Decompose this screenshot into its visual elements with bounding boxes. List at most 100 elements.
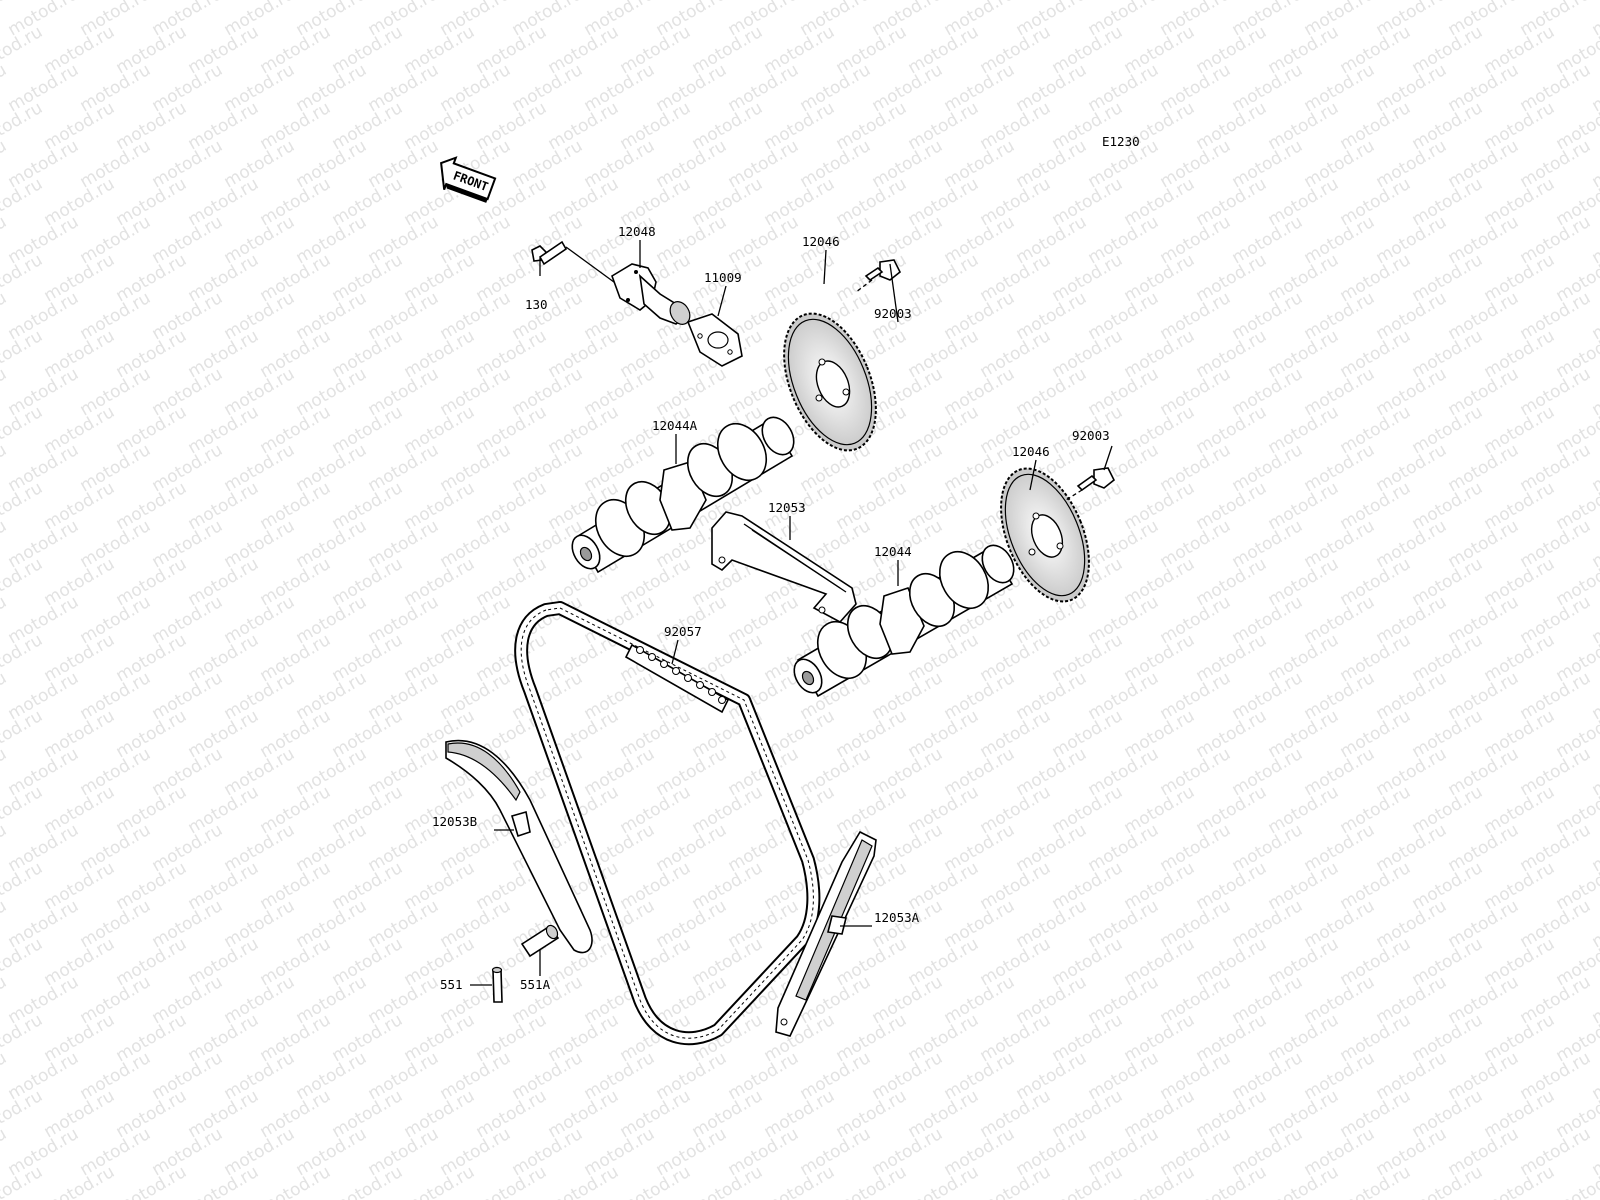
watermark-text: motod.ru (473, 402, 551, 458)
watermark-text: motod.ru (1337, 98, 1415, 154)
watermark-text: motod.ru (1445, 820, 1523, 876)
watermark-text: motod.ru (293, 1124, 371, 1180)
watermark-text: motod.ru (113, 858, 191, 914)
watermark-text: motod.ru (689, 1086, 767, 1142)
watermark-text: motod.ru (1121, 250, 1199, 306)
watermark-text: motod.ru (0, 402, 46, 458)
watermark-text: motod.ru (41, 706, 119, 762)
watermark-text: motod.ru (1301, 1124, 1379, 1180)
watermark-text: motod.ru (257, 1086, 335, 1142)
watermark-text: motod.ru (77, 440, 155, 496)
watermark-text: motod.ru (797, 60, 875, 116)
watermark-text: motod.ru (5, 60, 83, 116)
watermark-text: motod.ru (725, 60, 803, 116)
watermark-text: motod.ru (833, 174, 911, 230)
watermark-text: motod.ru (437, 440, 515, 496)
watermark-text: motod.ru (833, 98, 911, 154)
watermark-text: motod.ru (5, 288, 83, 344)
watermark-text: motod.ru (1265, 478, 1343, 534)
watermark-text: motod.ru (221, 972, 299, 1028)
watermark-text: motod.ru (653, 592, 731, 648)
watermark-text: motod.ru (221, 744, 299, 800)
watermark-text: motod.ru (869, 60, 947, 116)
watermark-text: motod.ru (1229, 440, 1307, 496)
watermark-text: motod.ru (5, 896, 83, 952)
watermark-text: motod.ru (509, 136, 587, 192)
watermark-text: motod.ru (77, 288, 155, 344)
watermark-text: motod.ru (365, 820, 443, 876)
watermark-text: motod.ru (941, 896, 1019, 952)
watermark-text: motod.ru (1445, 364, 1523, 420)
watermark-text: motod.ru (41, 402, 119, 458)
watermark-text: motod.ru (5, 440, 83, 496)
watermark-text: motod.ru (1373, 592, 1451, 648)
watermark-text: motod.ru (329, 554, 407, 610)
watermark-text: motod.ru (653, 212, 731, 268)
watermark-text: motod.ru (293, 744, 371, 800)
watermark-text: motod.ru (1481, 934, 1559, 990)
watermark-text: motod.ru (257, 706, 335, 762)
watermark-text: motod.ru (1085, 820, 1163, 876)
watermark-text: motod.ru (329, 1010, 407, 1066)
watermark-text: motod.ru (617, 98, 695, 154)
label-551: 551 (440, 977, 463, 992)
watermark-text: motod.ru (221, 820, 299, 876)
watermark-text: motod.ru (653, 364, 731, 420)
watermark-text: motod.ru (653, 744, 731, 800)
watermark-text: motod.ru (257, 250, 335, 306)
watermark-text: motod.ru (1229, 972, 1307, 1028)
watermark-text: motod.ru (149, 668, 227, 724)
camshaft-12044A (571, 416, 795, 574)
watermark-text: motod.ru (221, 136, 299, 192)
bolt-92003-right (1065, 467, 1116, 501)
diagram-code: E1230 (1102, 134, 1140, 149)
watermark-text: motod.ru (1337, 554, 1415, 610)
watermark-text: motod.ru (1481, 1086, 1559, 1142)
watermark-text: motod.ru (1265, 250, 1343, 306)
watermark-text: motod.ru (41, 478, 119, 534)
watermark-text: motod.ru (329, 402, 407, 458)
watermark-text: motod.ru (1517, 820, 1595, 876)
watermark-text: motod.ru (1265, 554, 1343, 610)
watermark-text: motod.ru (1373, 972, 1451, 1028)
watermark-text: motod.ru (1049, 1086, 1127, 1142)
watermark-text: motod.ru (1085, 896, 1163, 952)
watermark-text: motod.ru (905, 98, 983, 154)
watermark-text: motod.ru (149, 896, 227, 952)
watermark-text: motod.ru (1193, 250, 1271, 306)
watermark-text: motod.ru (581, 212, 659, 268)
watermark-text: motod.ru (905, 22, 983, 78)
watermark-text: motod.ru (1301, 896, 1379, 952)
watermark-text: motod.ru (77, 820, 155, 876)
watermark-text: motod.ru (905, 174, 983, 230)
watermark-text: motod.ru (185, 934, 263, 990)
watermark-text: motod.ru (257, 782, 335, 838)
cam-chain-tensioner-12048 (611, 263, 691, 325)
watermark-text: motod.ru (689, 858, 767, 914)
watermark-text: motod.ru (1049, 630, 1127, 686)
watermark-text: motod.ru (617, 1086, 695, 1142)
watermark-text: motod.ru (1445, 972, 1523, 1028)
watermark-text: motod.ru (5, 136, 83, 192)
cam-chain-92057 (514, 601, 821, 1046)
watermark-text: motod.ru (77, 1124, 155, 1180)
watermark-text: motod.ru (401, 98, 479, 154)
watermark-text: motod.ru (5, 972, 83, 1028)
watermark-text: motod.ru (365, 896, 443, 952)
watermark-text: motod.ru (329, 782, 407, 838)
watermark-text: motod.ru (1409, 98, 1487, 154)
watermark-text: motod.ru (1157, 440, 1235, 496)
watermark-text: motod.ru (1589, 972, 1600, 1028)
watermark-text: motod.ru (1049, 326, 1127, 382)
watermark-text: motod.ru (329, 174, 407, 230)
watermark-text: motod.ru (185, 1086, 263, 1142)
watermark-text: motod.ru (545, 98, 623, 154)
watermark-text: motod.ru (293, 972, 371, 1028)
watermark-text: motod.ru (0, 98, 46, 154)
watermark-text: motod.ru (365, 440, 443, 496)
watermark-text: motod.ru (293, 592, 371, 648)
watermark-text: motod.ru (1337, 934, 1415, 990)
watermark-text: motod.ru (257, 858, 335, 914)
watermark-text: motod.ru (1409, 326, 1487, 382)
watermark-text: motod.ru (1373, 60, 1451, 116)
